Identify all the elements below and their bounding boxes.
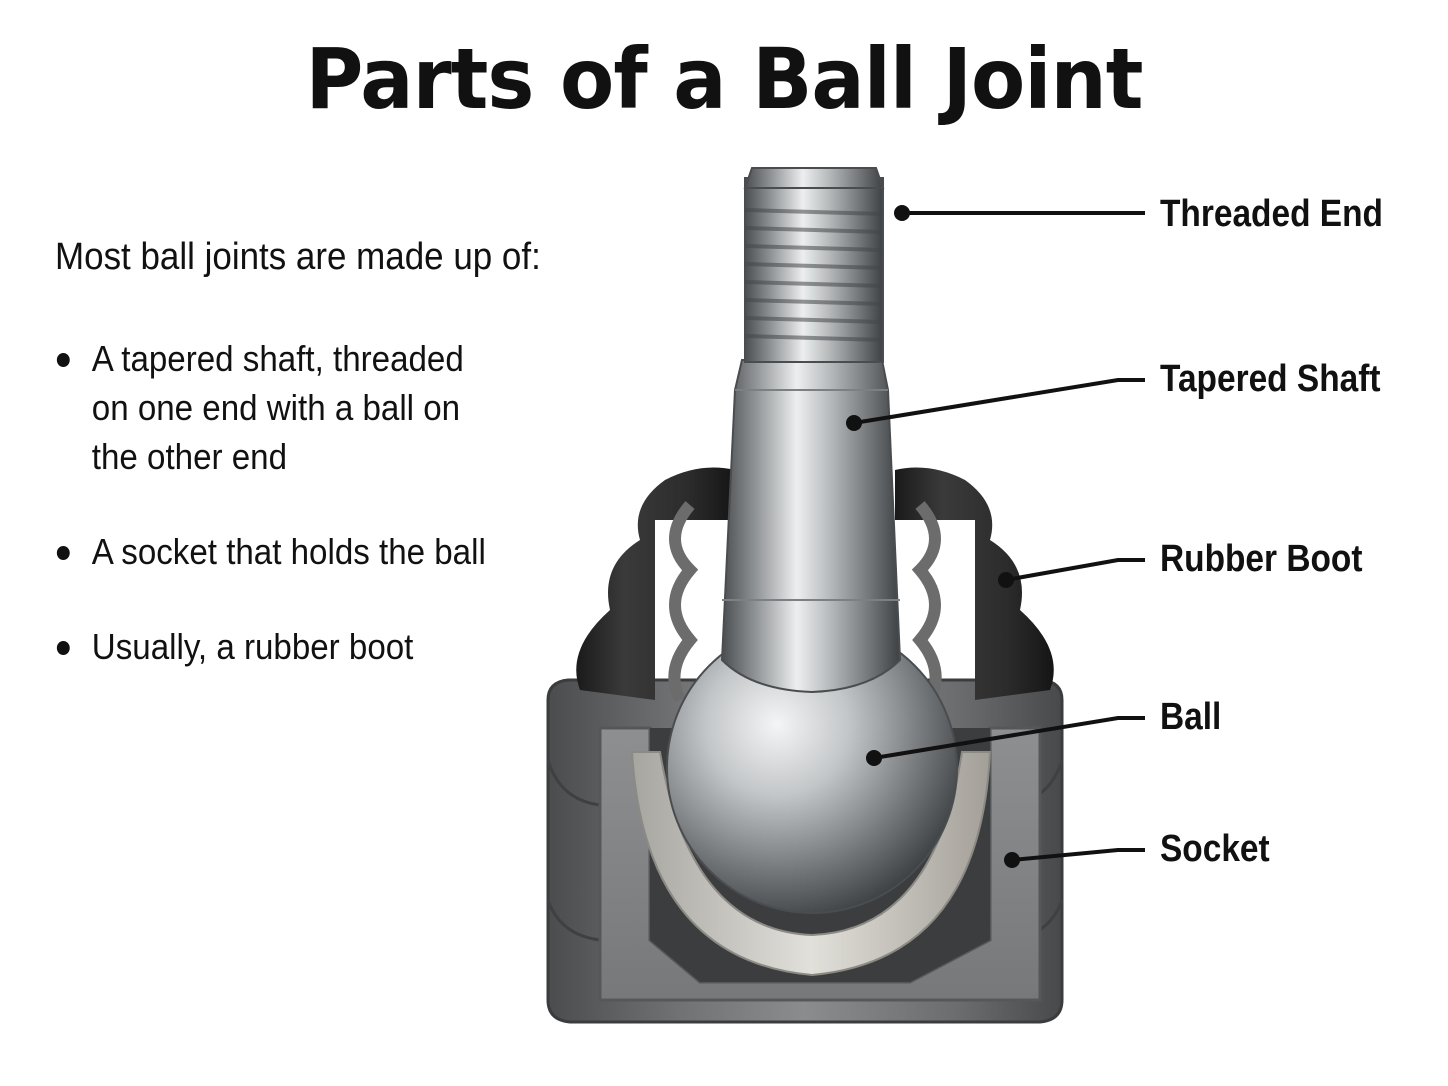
dot-rubber-boot <box>998 572 1014 588</box>
callout-rubber-boot: Rubber Boot <box>1160 538 1362 581</box>
tapered-shaft <box>722 360 900 692</box>
callout-socket: Socket <box>1160 828 1270 871</box>
threaded-end <box>745 168 883 362</box>
leader-tapered-shaft <box>854 380 1145 423</box>
dot-tapered-shaft <box>846 415 862 431</box>
dot-threaded-end <box>894 205 910 221</box>
callout-tapered-shaft: Tapered Shaft <box>1160 358 1380 401</box>
callout-threaded-end: Threaded End <box>1160 193 1383 236</box>
dot-socket <box>1004 852 1020 868</box>
leader-rubber-boot <box>1006 560 1145 580</box>
dot-ball <box>866 750 882 766</box>
callout-ball: Ball <box>1160 696 1221 739</box>
